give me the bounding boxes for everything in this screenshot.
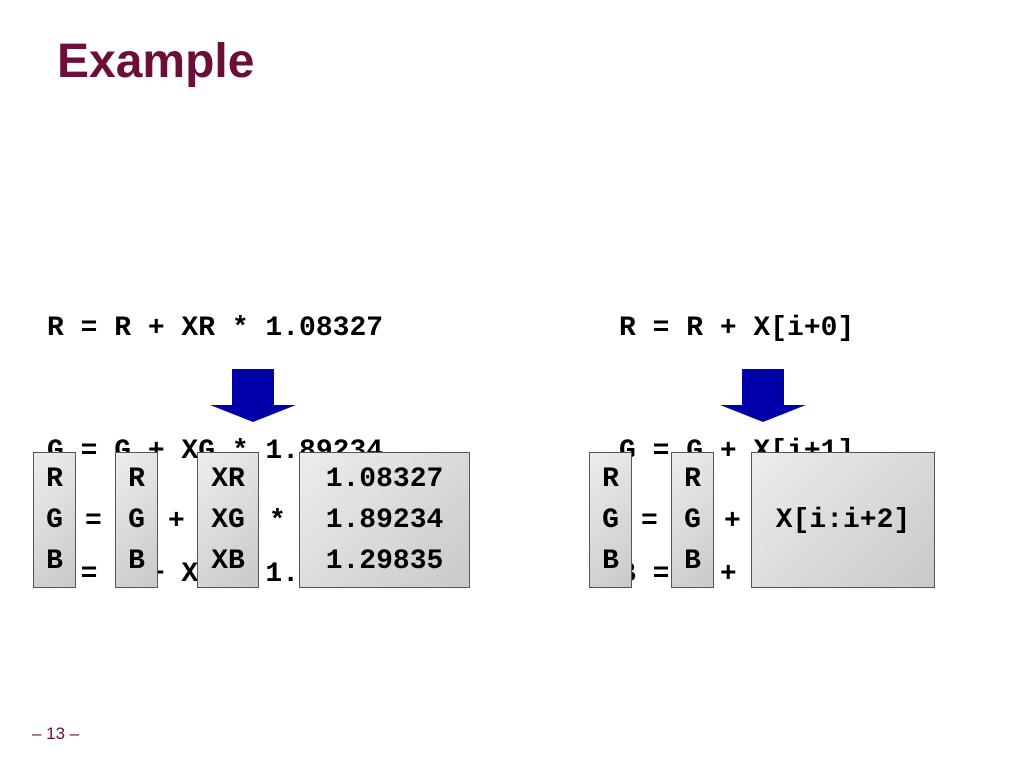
vector-register-x: XR XG XB	[197, 452, 259, 588]
vector-cell: R	[602, 463, 619, 495]
vector-cell: R	[128, 463, 145, 495]
vector-register-rgb: R G B	[33, 452, 76, 588]
vector-cell: 1.08327	[325, 463, 444, 495]
plus-operator: +	[724, 506, 741, 537]
vector-register-rgb-source: R G B	[115, 452, 158, 588]
vector-cell: G	[46, 504, 63, 536]
vector-cell: B	[46, 545, 63, 577]
vector-cell: G	[602, 504, 619, 536]
vector-cell: XR	[211, 463, 245, 495]
vector-register-rgb-source: R G B	[671, 452, 714, 588]
down-arrow-icon	[720, 369, 806, 422]
down-arrow-icon	[210, 369, 296, 422]
page-number: – 13 –	[32, 724, 80, 743]
vector-register-constants: 1.08327 1.89234 1.29835	[299, 452, 470, 588]
vector-cell: B	[602, 545, 619, 577]
equals-operator: =	[641, 506, 658, 537]
vector-cell: G	[128, 504, 145, 536]
vector-cell: R	[684, 463, 701, 495]
vector-cell: G	[684, 504, 701, 536]
vector-register-rgb: R G B	[589, 452, 632, 588]
vector-cell: R	[46, 463, 63, 495]
code-line: R = R + X[i+0]	[619, 313, 855, 344]
vector-register-x-slice: X[i:i+2]	[751, 452, 935, 588]
vector-cell: XB	[211, 545, 245, 577]
multiply-operator: *	[269, 506, 286, 537]
vector-cell: B	[684, 545, 701, 577]
slide-title: Example	[57, 35, 255, 88]
vector-cell: 1.29835	[325, 545, 444, 577]
code-line: R = R + XR * 1.08327	[47, 313, 384, 344]
plus-operator: +	[168, 506, 185, 537]
vector-cell: XG	[211, 504, 245, 536]
vector-cell: 1.89234	[325, 504, 444, 536]
vector-cell: X[i:i+2]	[775, 504, 911, 536]
vector-cell: B	[128, 545, 145, 577]
equals-operator: =	[85, 506, 102, 537]
